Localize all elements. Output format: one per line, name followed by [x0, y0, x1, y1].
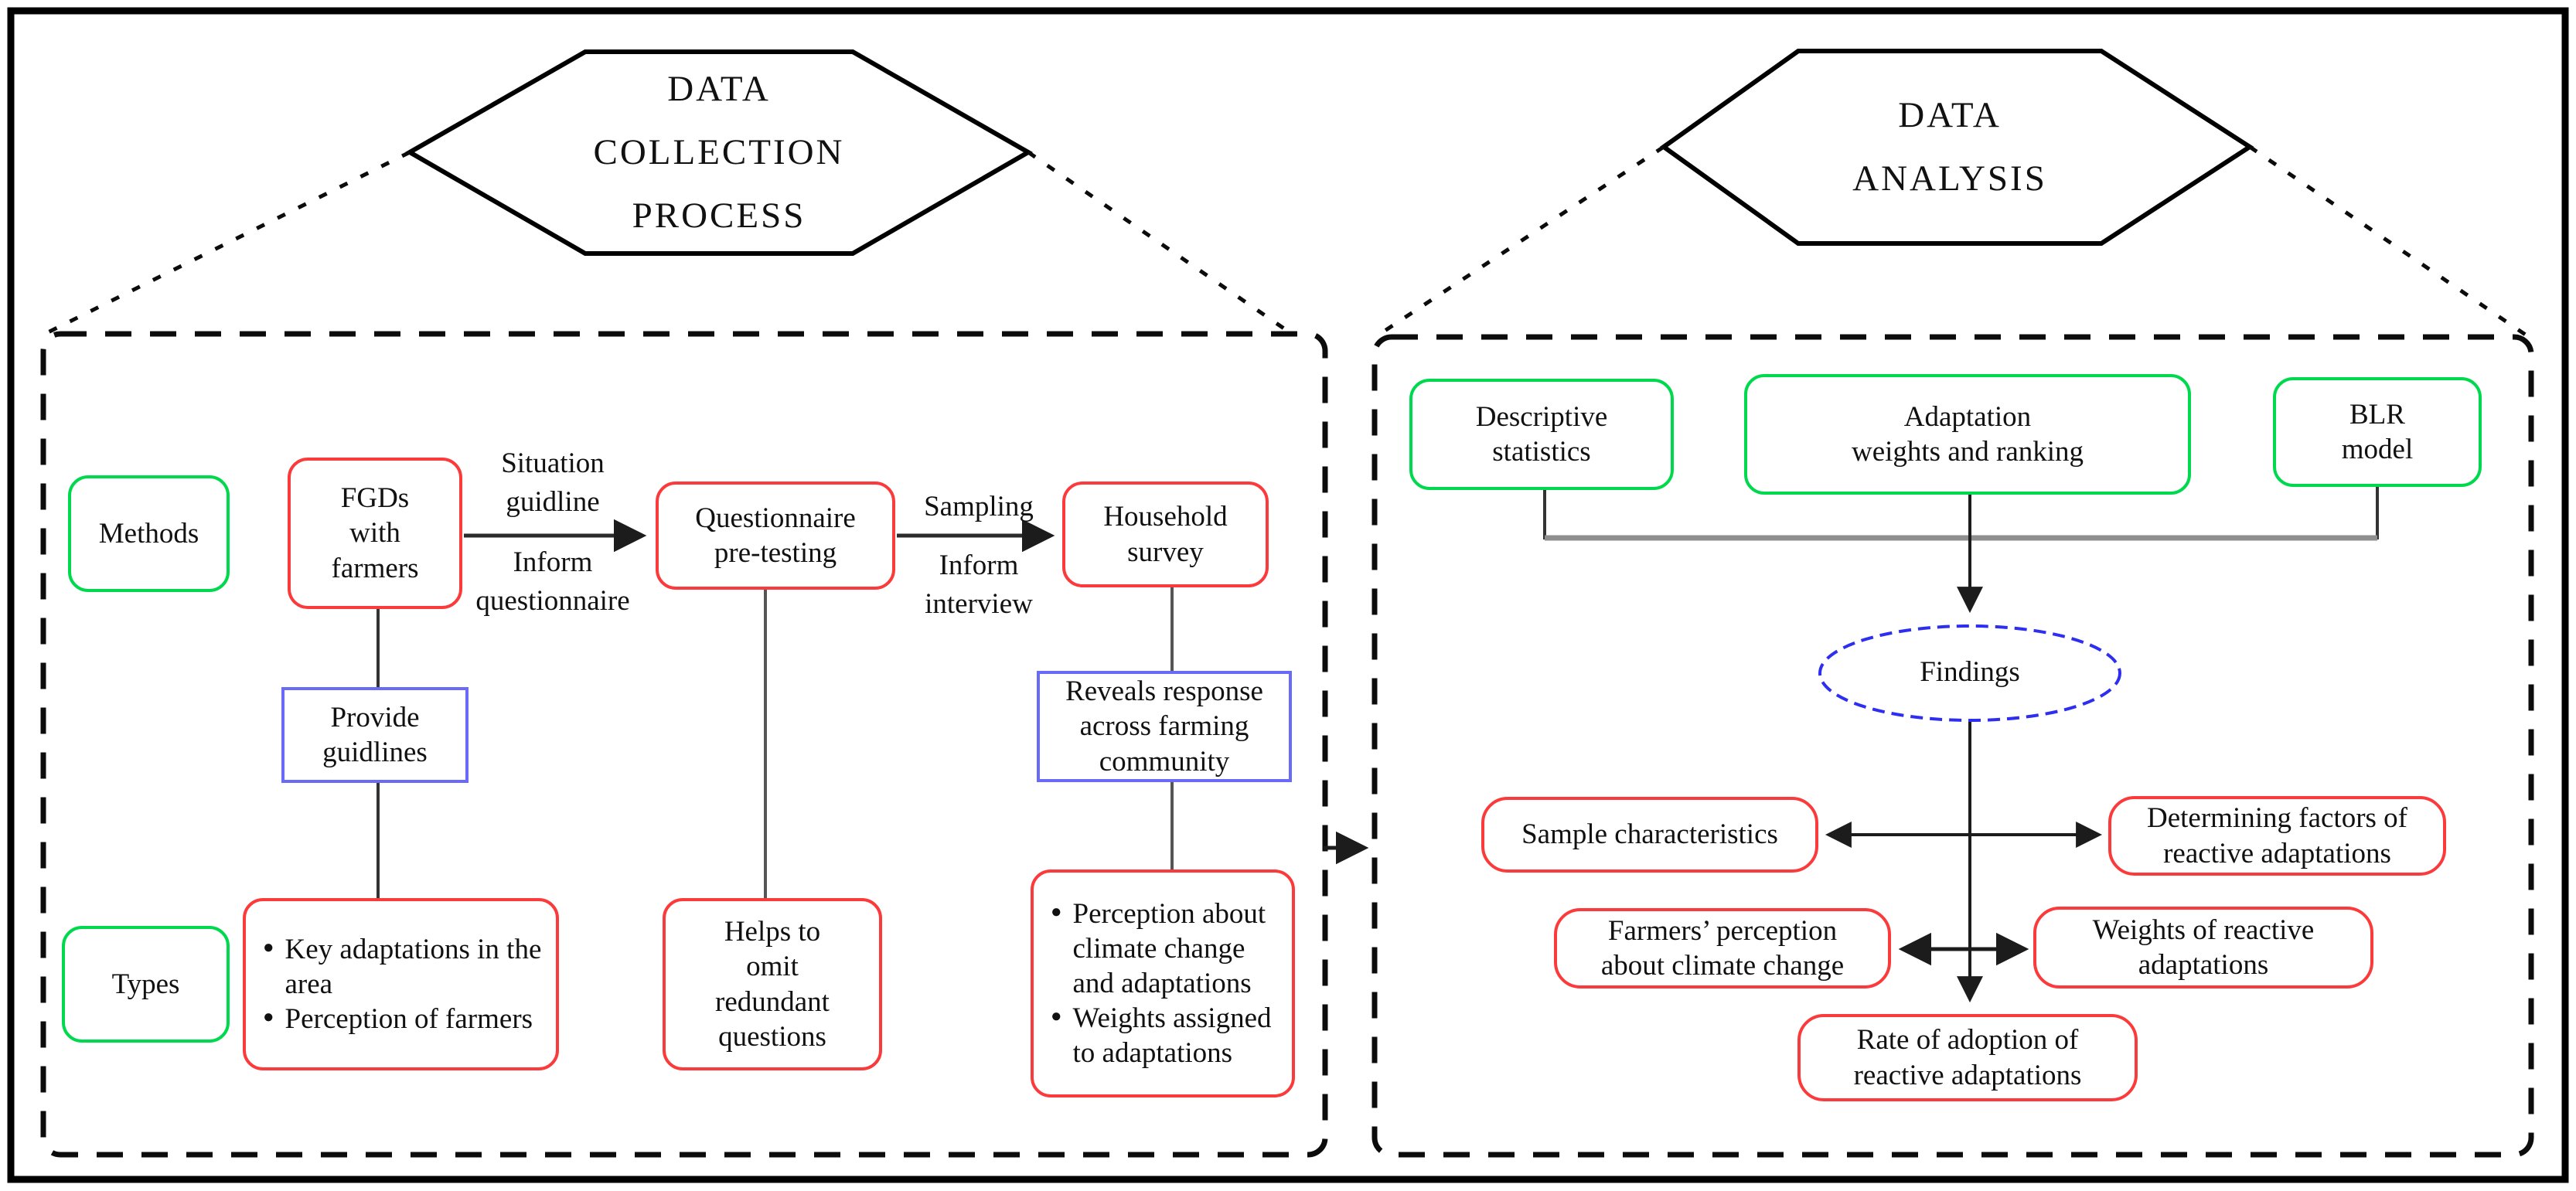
data-collection-panel-border — [40, 331, 1328, 1158]
findings-ellipse — [1818, 624, 2121, 722]
dotted-link-right-hex-right — [2248, 145, 2528, 338]
sampling-label: Sampling — [924, 490, 1034, 522]
bullet-item: ● Key adaptations in the area — [263, 932, 545, 1002]
findings-label: Findings — [1920, 656, 2020, 689]
descriptive-statistics-box: Descriptive statistics — [1409, 379, 1674, 490]
data-analysis-hexagon-title: DATA ANALYSIS — [1852, 95, 2047, 199]
fgds-box: FGDs with farmers — [288, 458, 462, 609]
bullet-text: Perception about climate change and adap… — [1072, 897, 1266, 999]
helps-omit-box: Helps to omit redundant questions — [663, 898, 882, 1070]
adaptation-weights-box: Adaptation weights and ranking — [1744, 374, 2191, 495]
inform-interview-label: Inform interview — [925, 549, 1033, 620]
situation-guidline-label: Situation guidline — [501, 447, 605, 518]
bullet-icon: ● — [263, 937, 274, 958]
determining-factors-box: Determining factors of reactive adaptati… — [2108, 796, 2446, 876]
bullet-text: Key adaptations in the area — [285, 933, 542, 1000]
survey-outputs-box: ● Perception about climate change and ad… — [1031, 869, 1295, 1097]
bullet-item: ● Perception of farmers — [263, 1002, 533, 1036]
bullet-text: Weights assigned to adaptations — [1072, 1002, 1272, 1070]
rate-of-adoption-box: Rate of adoption of reactive adaptations — [1797, 1014, 2138, 1101]
methods-box: Methods — [68, 475, 230, 592]
dotted-link-left-hex-right — [1027, 150, 1291, 335]
provide-guidlines-box: Provide guidlines — [281, 687, 469, 783]
types-box: Types — [62, 926, 230, 1043]
bullet-icon: ● — [1051, 901, 1062, 922]
bullet-item: ● Perception about climate change and ad… — [1051, 897, 1281, 1001]
data-collection-hexagon-title: DATA COLLECTION PROCESS — [593, 69, 845, 236]
dotted-link-right-hex-left — [1376, 145, 1665, 338]
sample-characteristics-box: Sample characteristics — [1481, 797, 1818, 873]
outer-frame — [7, 7, 2569, 1183]
blr-model-box: BLR model — [2273, 377, 2482, 487]
inform-questionnaire-label: Inform questionnaire — [475, 546, 630, 617]
bullet-text: Perception of farmers — [285, 1003, 533, 1036]
farmers-perception-box: Farmers’ perception about climate change — [1554, 908, 1891, 989]
bullet-icon: ● — [263, 1007, 274, 1028]
data-analysis-panel-border — [1371, 334, 2534, 1158]
bullet-icon: ● — [1051, 1006, 1062, 1027]
questionnaire-pretesting-box: Questionnaire pre-testing — [656, 482, 895, 590]
household-survey-box: Household survey — [1062, 482, 1269, 587]
dotted-link-left-hex-left — [46, 150, 411, 335]
weights-reactive-box: Weights of reactive adaptations — [2033, 907, 2373, 989]
key-adaptations-box: ● Key adaptations in the area ● Percepti… — [243, 898, 559, 1070]
reveals-response-box: Reveals response across farming communit… — [1037, 671, 1292, 782]
bullet-item: ● Weights assigned to adaptations — [1051, 1001, 1281, 1070]
